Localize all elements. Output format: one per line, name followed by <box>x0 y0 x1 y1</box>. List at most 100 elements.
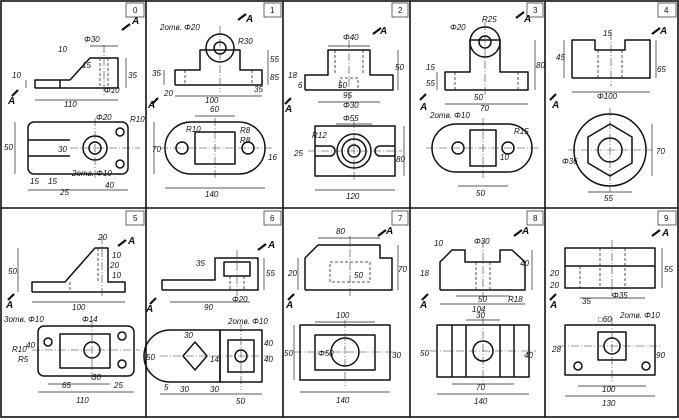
cell-6: 6 35 55 90 Φ20 2отв. Φ10 50 30 14 40 40 … <box>143 210 282 406</box>
cell-number: 7 <box>398 214 403 223</box>
label: 10 <box>500 153 509 162</box>
label: R12 <box>312 131 327 140</box>
cell-number: 8 <box>533 214 538 223</box>
label: 130 <box>602 399 616 408</box>
label: 110 <box>64 100 77 109</box>
label: 2отв. Φ10 <box>429 111 470 120</box>
label: 10 <box>434 239 443 248</box>
label: Φ40 <box>343 33 359 42</box>
label: 55 <box>664 265 673 274</box>
label: 25 <box>293 149 303 158</box>
cell-number: 1 <box>270 6 275 15</box>
label: 20 <box>109 261 119 270</box>
cell-number: 9 <box>664 214 669 223</box>
label: Φ36 <box>562 157 578 166</box>
label: 20 <box>287 269 297 278</box>
label: R30 <box>238 37 253 46</box>
label: Φ30 <box>474 237 490 246</box>
label: 30 <box>210 385 219 394</box>
label: 100 <box>336 311 350 320</box>
section-label: A <box>127 236 135 247</box>
label: Φ14 <box>82 315 98 324</box>
cell-1: 1 2отв. Φ20 R30 35 20 100 55 85 35 60 R1… <box>147 2 282 199</box>
label: 50 <box>395 63 404 72</box>
label: Φ100 <box>597 92 618 101</box>
label: 40 <box>264 339 273 348</box>
label: 50 <box>4 143 13 152</box>
label: 70 <box>398 265 407 274</box>
label: 15 <box>30 177 39 186</box>
label: 20 <box>549 281 559 290</box>
label: Φ30 <box>84 35 100 44</box>
label: 100 <box>602 385 616 394</box>
section-label: A <box>523 14 531 25</box>
section-label: A <box>385 226 393 237</box>
cell-5: 5 20 10 50 20 10 100 3отв. Φ10 Φ14 R10 R… <box>4 210 145 405</box>
label: 140 <box>336 396 350 405</box>
cell-0: 0 Φ30 10 15 10 35 110 Φ10 Φ20 R10 5 <box>4 2 145 197</box>
label: 30 <box>58 145 67 154</box>
label: R10 <box>12 345 27 354</box>
label: Φ35 <box>612 291 628 300</box>
label: 50 <box>284 349 293 358</box>
section-label: A <box>419 300 427 311</box>
label: R18 <box>508 295 523 304</box>
label: 16 <box>268 153 277 162</box>
label: 30 <box>92 373 101 382</box>
label: R8 <box>240 136 251 145</box>
label: 35 <box>128 71 137 80</box>
label: 100 <box>72 303 86 312</box>
label: 70 <box>476 383 485 392</box>
label: 50 <box>236 397 245 406</box>
label: □60 <box>598 315 612 324</box>
cell-4: 4 15 45 65 Φ100 Φ36 70 55 A A <box>549 2 677 203</box>
label: 80 <box>336 227 345 236</box>
label: 25 <box>113 381 123 390</box>
label: 140 <box>474 397 488 406</box>
label: 90 <box>204 303 213 312</box>
label: R25 <box>482 15 497 24</box>
section-label: A <box>131 16 139 27</box>
label: 35 <box>582 297 591 306</box>
label: 35 <box>152 69 161 78</box>
label: 35 <box>196 259 205 268</box>
section-label: A <box>145 304 153 315</box>
label: 30 <box>392 351 401 360</box>
label: 70 <box>152 145 161 154</box>
section-label: A <box>5 300 13 311</box>
section-label: A <box>267 240 275 251</box>
label: 18 <box>420 269 429 278</box>
label: 55 <box>604 194 613 203</box>
label: 10 <box>112 271 121 280</box>
section-label: A <box>551 100 559 111</box>
section-label: A <box>379 26 387 37</box>
label: 104 <box>472 305 486 314</box>
label: 15 <box>603 29 612 38</box>
label: 40 <box>524 351 533 360</box>
label: 60 <box>210 105 219 114</box>
label: 40 <box>264 355 273 364</box>
label: R5 <box>18 355 29 364</box>
section-label: A <box>7 96 15 107</box>
label: 5 <box>164 383 169 392</box>
label: Φ30 <box>343 101 359 110</box>
label: 14 <box>210 355 219 364</box>
cell-number: 6 <box>270 214 275 223</box>
label: 40 <box>520 259 529 268</box>
label: Φ50 <box>318 349 334 358</box>
label: Φ20 <box>96 113 112 122</box>
cell-2: 2 Φ40 18 6 50 95 Φ30 50 Φ55 R12 25 8 <box>284 2 409 201</box>
label: 10 <box>112 251 121 260</box>
label: 80 <box>536 61 545 70</box>
label: 2отв. Φ10 <box>227 317 268 326</box>
section-label: A <box>521 226 529 237</box>
label: R10 <box>186 125 201 134</box>
section-label: A <box>245 14 253 25</box>
label: 10 <box>12 71 21 80</box>
label: 50 <box>338 81 347 90</box>
label: 140 <box>205 190 219 199</box>
section-label: A <box>549 300 557 311</box>
label: 30 <box>184 331 193 340</box>
label: 2отв. Φ10 <box>619 311 660 320</box>
label: 50 <box>476 189 485 198</box>
